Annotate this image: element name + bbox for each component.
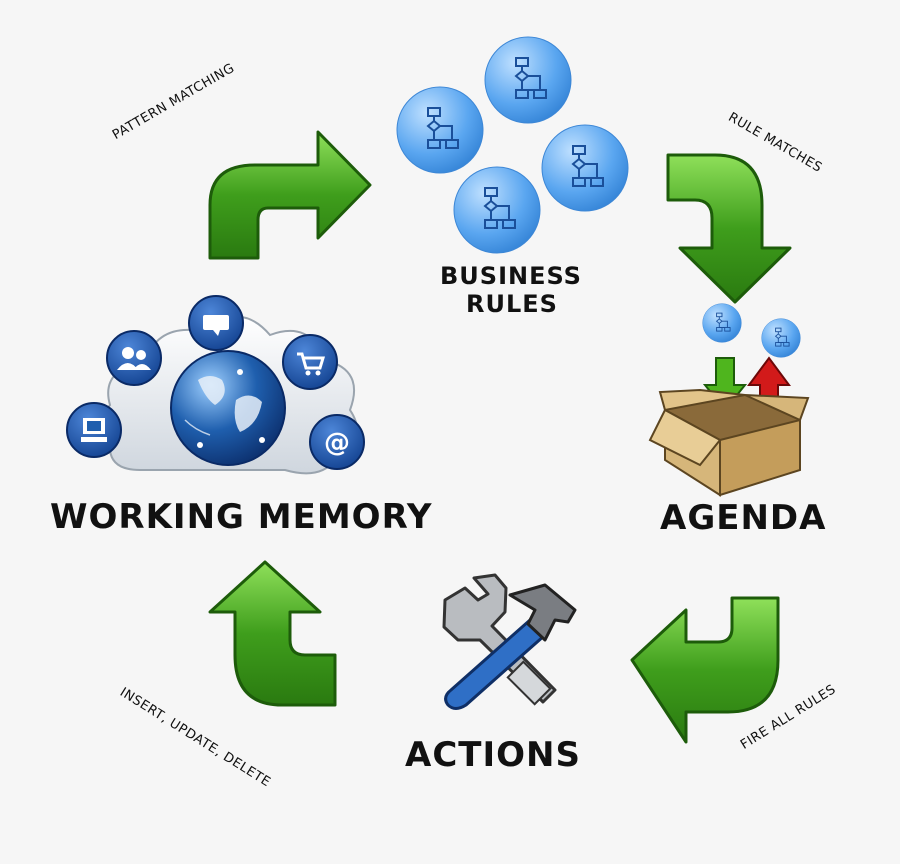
wrench-hammer-icon	[442, 573, 577, 710]
flowchart-icon	[541, 124, 629, 212]
globe-icon	[170, 350, 286, 466]
agenda-graphic	[648, 303, 810, 497]
flowchart-icon	[761, 318, 801, 358]
actions-label: ACTIONS	[405, 735, 581, 775]
flowchart-icon	[702, 303, 742, 343]
rule-matches-arrow	[666, 153, 792, 304]
insert-update-delete-arrow	[208, 560, 337, 707]
business-rules-label-line2: RULES	[466, 290, 558, 318]
working-memory-graphic: @	[66, 295, 365, 475]
agenda-label: AGENDA	[660, 498, 827, 538]
svg-text:@: @	[324, 428, 350, 458]
flowchart-icon	[396, 86, 484, 174]
computer-icon	[66, 402, 122, 458]
chat-icon	[188, 295, 244, 351]
fire-all-rules-arrow	[630, 596, 780, 744]
business-rules-label-line1: BUSINESS	[440, 262, 582, 290]
users-icon	[106, 330, 162, 386]
cardboard-box-icon	[648, 388, 810, 497]
working-memory-label: WORKING MEMORY	[50, 497, 433, 537]
flowchart-icon	[484, 36, 572, 124]
cart-icon	[282, 334, 338, 390]
flowchart-icon	[453, 166, 541, 254]
email-icon: @	[309, 414, 365, 470]
pattern-matching-arrow	[208, 130, 372, 260]
